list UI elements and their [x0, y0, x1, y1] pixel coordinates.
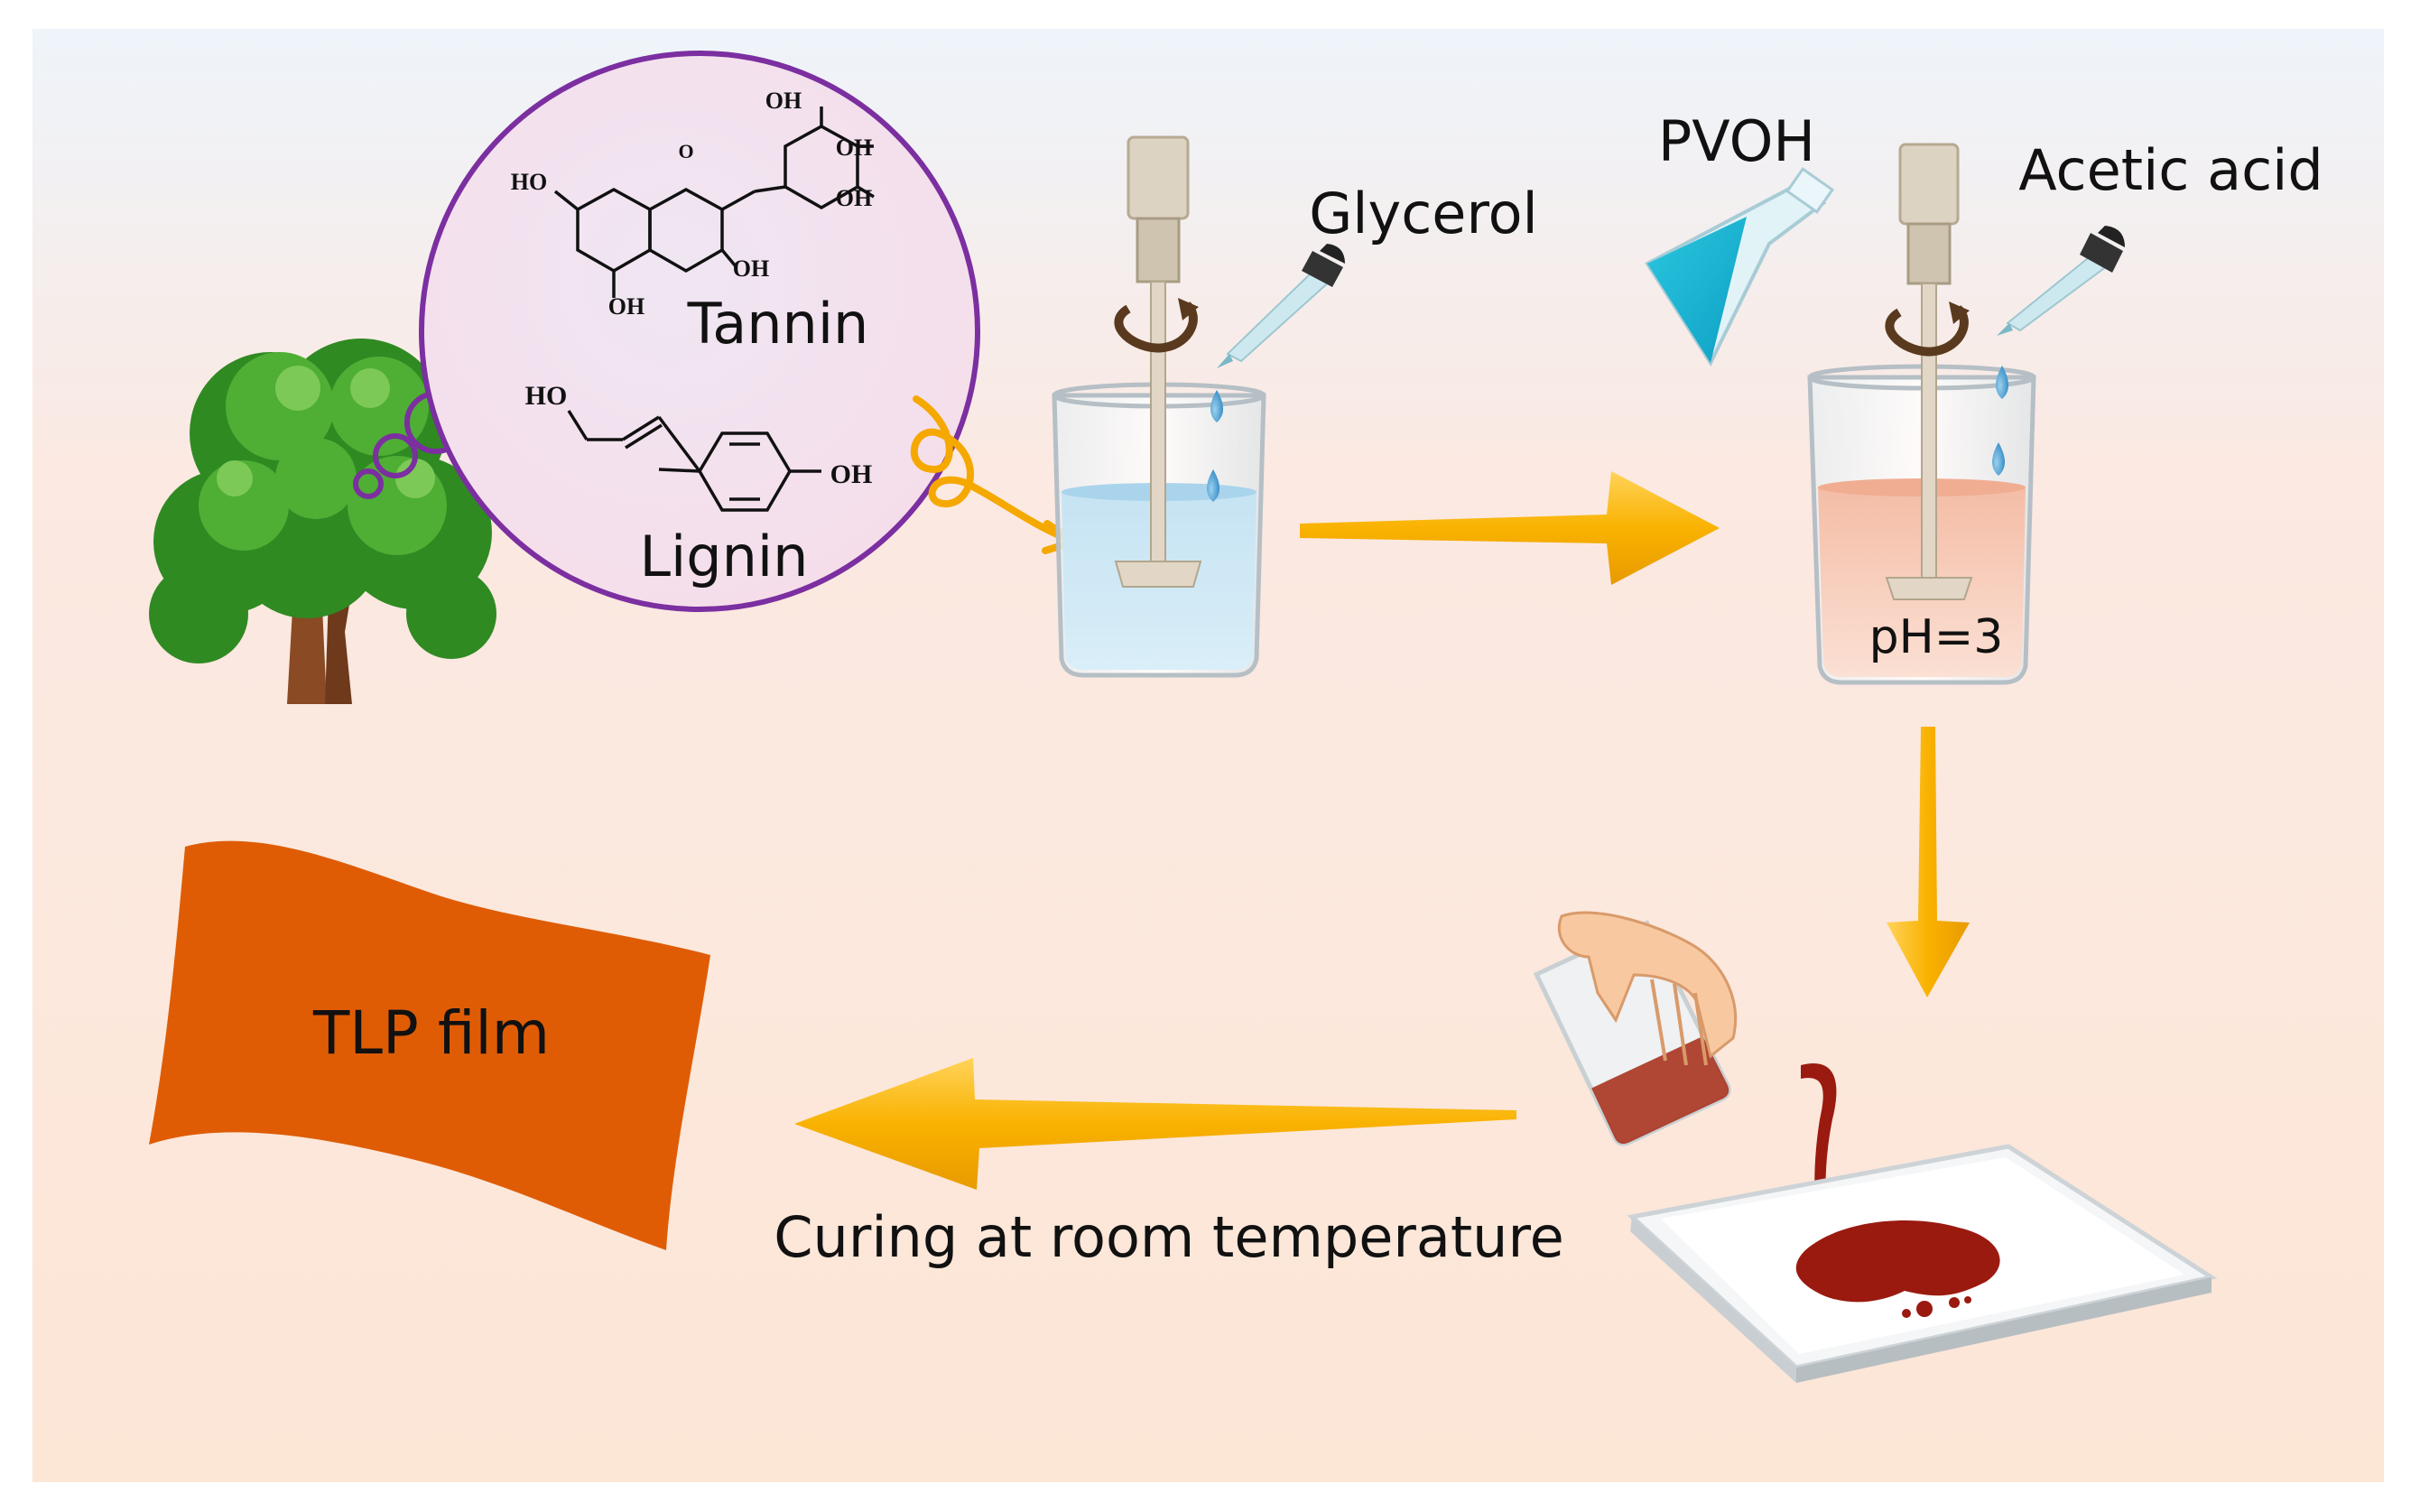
tree-icon	[149, 339, 496, 704]
tannin-ho: HO	[511, 169, 547, 195]
glycerol-dropper-icon	[1217, 244, 1345, 368]
tannin-oh-bottom: OH	[608, 293, 644, 320]
tannin-oh-top: OH	[765, 88, 802, 114]
lignin-label: Lignin	[640, 524, 809, 589]
tray	[1627, 1144, 2218, 1383]
tannin-oh-mid: OH	[733, 255, 769, 282]
stirrer-1	[1114, 135, 1202, 588]
lignin-ho: HO	[525, 381, 568, 411]
acetic-acid-dropper-icon	[1997, 226, 2125, 336]
water-drop-icon	[1210, 390, 1223, 422]
tannin-oh-right1: OH	[836, 135, 872, 161]
liquid-stream	[1801, 1063, 1837, 1255]
pvoh-flask-icon	[1645, 167, 1835, 367]
arrow-down	[1887, 727, 1970, 997]
water-drop-icon	[1996, 366, 2008, 399]
ring-oxygen: O	[678, 140, 693, 162]
glycerol-label: Glycerol	[1309, 181, 1537, 246]
liquid-puddle	[1795, 1220, 2000, 1318]
stirrer-2	[1885, 143, 1973, 600]
tannin-label: Tannin	[687, 291, 869, 357]
tannin-structure	[553, 107, 875, 298]
arrow-left	[794, 1058, 1516, 1190]
molecule-zoom-bubble	[419, 51, 980, 612]
arrow-right	[1300, 471, 1720, 585]
hand-pouring-icon	[1533, 911, 1738, 1146]
film-label: TLP film	[312, 998, 550, 1068]
tannin-oh-right2: OH	[836, 185, 872, 211]
tlp-film	[149, 840, 710, 1250]
water-drop-icon	[1992, 442, 2005, 476]
transfer-squiggle	[910, 395, 1073, 543]
lignin-structure	[567, 410, 821, 512]
lignin-oh: OH	[830, 459, 873, 489]
pvoh-label: PVOH	[1658, 108, 1815, 174]
water-drop-icon	[1207, 469, 1219, 502]
acetic-acid-label: Acetic acid	[2018, 137, 2323, 203]
curing-label: Curing at room temperature	[774, 1204, 1563, 1270]
ph-label: pH=3	[1869, 610, 2004, 664]
